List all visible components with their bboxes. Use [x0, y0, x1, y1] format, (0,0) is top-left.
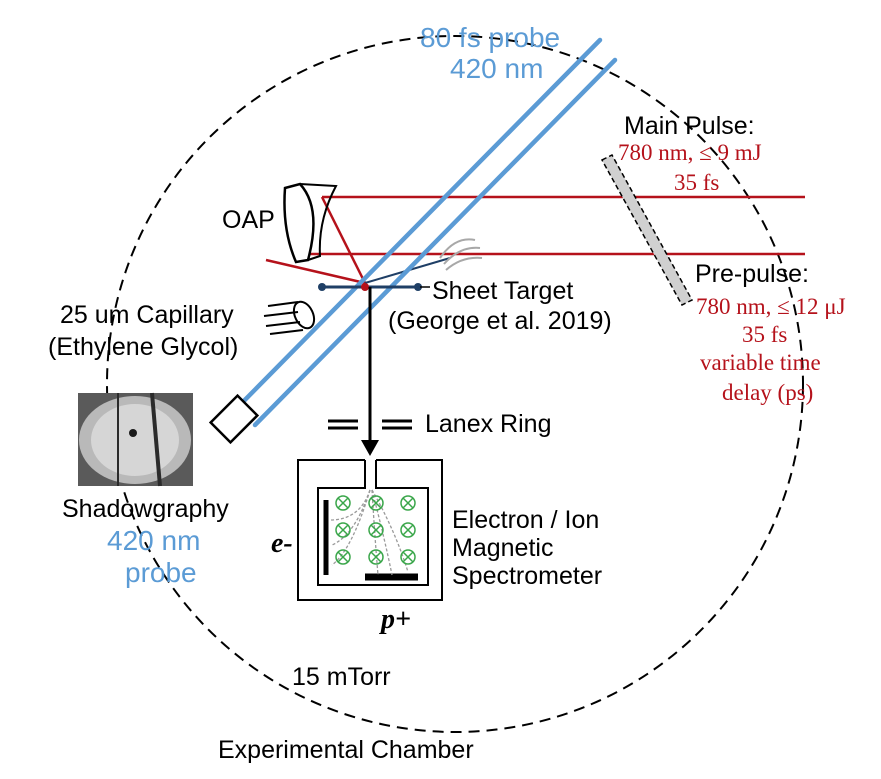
oap-mirror: [283, 182, 338, 264]
field-symbol-icon: [368, 495, 384, 511]
field-symbol-icon: [400, 522, 416, 538]
pressure-label: 15 mTorr: [292, 663, 391, 691]
proton-symbol: p+: [379, 604, 411, 635]
probe-beam-edge-2: [252, 57, 618, 428]
field-symbol-icon: [400, 495, 416, 511]
probe-beams: [227, 37, 618, 428]
field-symbol-icon: [335, 495, 351, 511]
electron-symbol: e-: [271, 528, 293, 559]
lanex-ring: [328, 419, 412, 430]
laser-beams: [265, 195, 805, 285]
particle-beam-arrowhead: [361, 440, 379, 456]
pre-pulse-delay-2: delay (ps): [722, 380, 813, 405]
spectrometer: [297, 459, 443, 601]
capillary-liquid: (Ethylene Glycol): [48, 333, 238, 361]
pre-pulse-duration: 35 fs: [742, 322, 787, 347]
field-symbol-icon: [335, 522, 351, 538]
shadow-probe-wavelength: 420 nm: [107, 525, 200, 556]
main-pulse-spec: 780 nm, ≤ 9 mJ: [618, 140, 762, 165]
entrance-window: [600, 154, 694, 306]
probe-label-1: 80 fs probe: [420, 22, 560, 53]
main-pulse-title: Main Pulse:: [624, 112, 755, 140]
oap-label: OAP: [222, 206, 275, 234]
chamber-boundary: [106, 35, 804, 733]
focus-beam-upper: [320, 196, 367, 284]
lanex-label: Lanex Ring: [425, 410, 551, 438]
shadowgraphy-label: Shadowgraphy: [62, 495, 229, 523]
sheet-target-ref: (George et al. 2019): [388, 307, 612, 335]
pre-pulse-title: Pre-pulse:: [695, 260, 809, 288]
chamber-label: Experimental Chamber: [218, 736, 474, 764]
field-symbol-icon: [368, 549, 384, 565]
pre-pulse-optic: [439, 238, 483, 271]
spectrometer-label-3: Spectrometer: [452, 562, 602, 590]
shadow-probe-label: probe: [125, 557, 197, 588]
focus-beam-lower: [265, 258, 366, 285]
pre-pulse-spec: 780 nm, ≤ 12 μJ: [696, 294, 846, 319]
probe-label-2: 420 nm: [450, 53, 543, 84]
magnetic-field-symbols: [335, 495, 416, 565]
spectrometer-label-1: Electron / Ion: [452, 506, 599, 534]
field-symbol-icon: [335, 549, 351, 565]
field-symbol-icon: [400, 549, 416, 565]
shadowgraphy-image: [78, 392, 193, 487]
pre-pulse-delay-1: variable time: [700, 350, 821, 375]
capillary-nozzle: [263, 300, 316, 335]
sheet-target-label: Sheet Target: [432, 277, 573, 305]
probe-camera: [208, 393, 260, 445]
capillary-label: 25 um Capillary: [60, 301, 234, 329]
field-symbol-icon: [368, 522, 384, 538]
probe-beam-edge-1: [227, 37, 603, 418]
main-pulse-duration: 35 fs: [674, 170, 719, 195]
spectrometer-label-2: Magnetic: [452, 534, 553, 562]
